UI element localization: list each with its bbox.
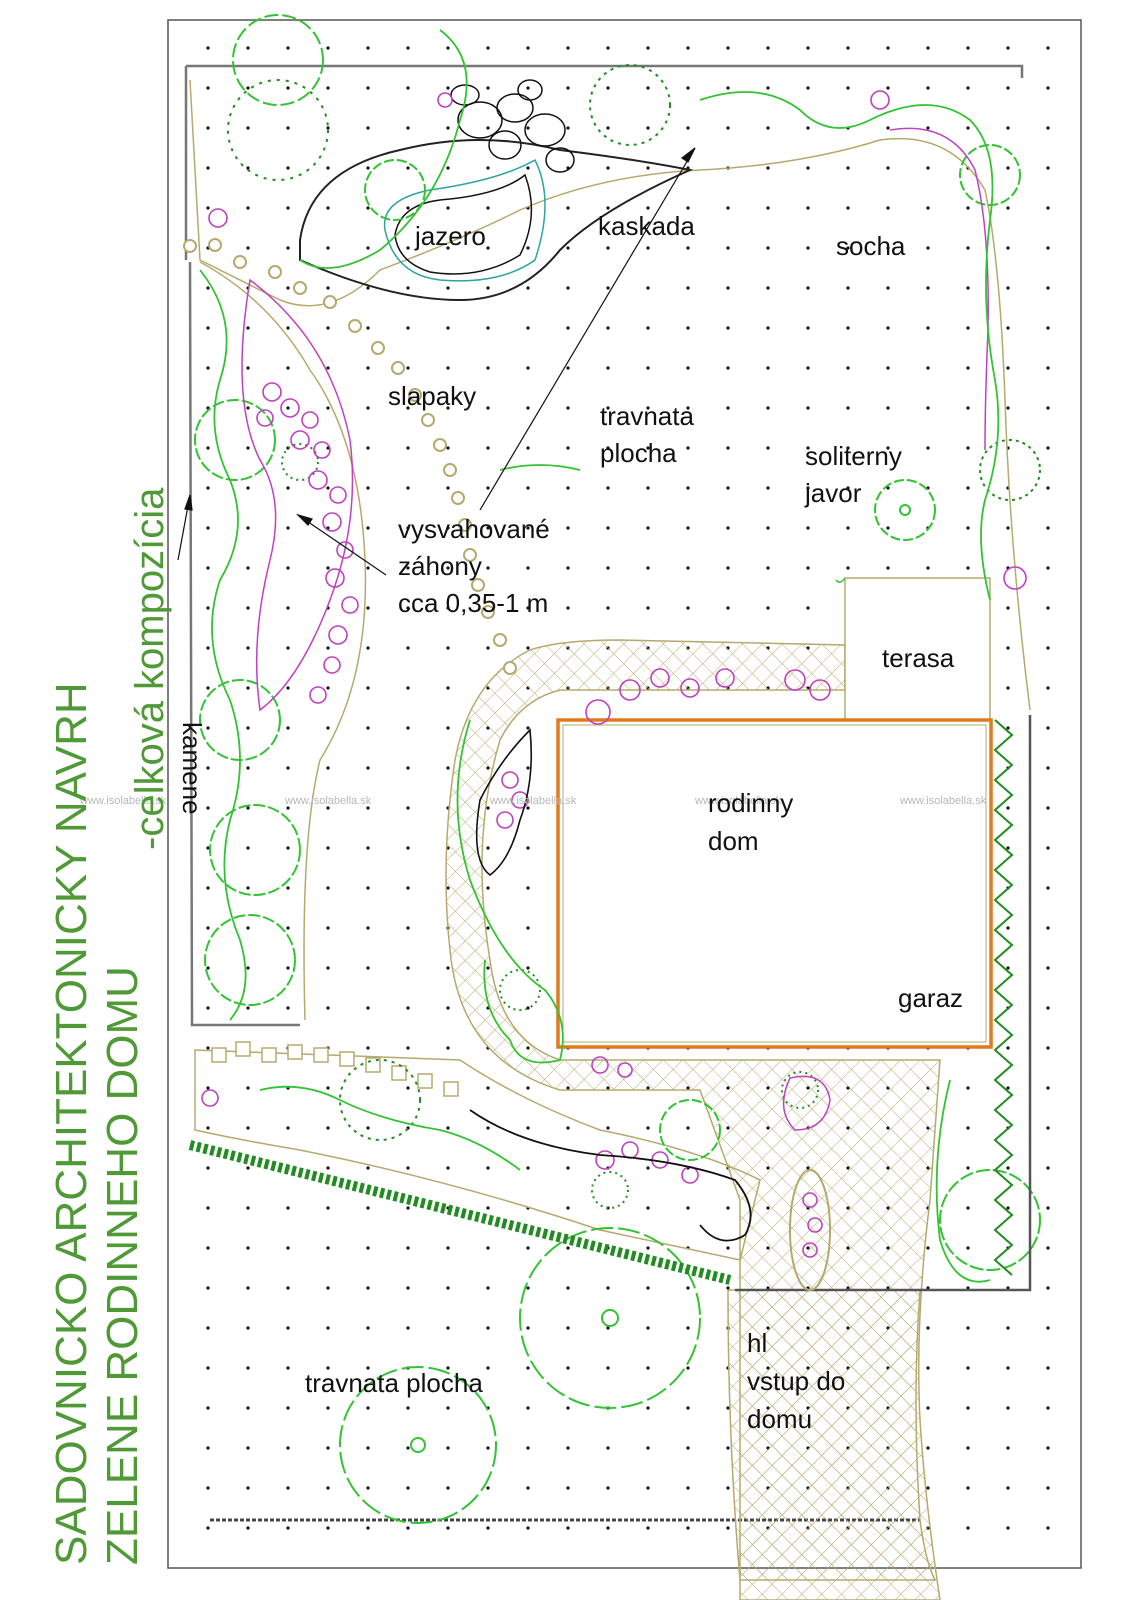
label-terrace: terasa [882,643,955,673]
stepping-stones [183,238,517,675]
watermark-text: www.isolabella.sk [694,795,782,807]
label-pond: jazero [414,221,486,251]
stone-squares [211,1041,459,1097]
shrub-contours [199,29,1000,1283]
label-statue: socha [836,231,906,261]
title-line-3: -celková kompozícia [128,487,172,850]
label-house-line1: rodinny [708,788,793,818]
watermark-row: www.isolabella.sk www.isolabella.sk www.… [79,795,987,807]
round-bed [782,1075,831,1131]
label-maple-line1: soliterny [805,441,902,471]
label-maple-line2: javor [804,478,862,508]
bottom-bed-contour [194,1049,761,1261]
perennial-edge-left [241,278,354,712]
label-entrance-line2: vstup do [747,1366,845,1396]
watermark-text: www.isolabella.sk [284,795,372,807]
pond-water [383,158,546,282]
label-beds-line2: záhony [398,551,482,581]
left-bed-contour [199,261,367,1021]
pond-outline [299,139,694,302]
label-garage: garaz [898,983,963,1013]
label-beds-line3: cca 0,35-1 m [398,588,548,618]
perennial-circles [201,90,1027,1258]
entrance-path [727,1289,937,1581]
leader-arrows [177,147,696,576]
label-house-line2: dom [708,826,759,856]
title-line-1: SADOVNICKO ARCHITEKTONICKY NAVRH [47,682,96,1565]
entrance-bed [789,1169,831,1291]
label-entrance-line1: hl [747,1328,767,1358]
tree-centers [410,504,911,1453]
terrace-edge [835,577,846,583]
house-side-bed [475,728,532,877]
right-hedge [993,719,1014,1276]
label-stones: kamene [177,722,207,815]
title-line-2: ZELENE RODINNEHO DOMU [98,966,147,1565]
watermark-text: www.isolabella.sk [899,795,987,807]
diagonal-hedge [188,1140,732,1285]
label-lawn-bottom: travnata plocha [305,1368,483,1398]
conifers [227,64,1041,1209]
pond-inner [394,173,533,275]
label-beds-line1: vysvahované [398,514,550,544]
label-lawn-line2: plocha [600,438,677,468]
label-stepping-stones: slapaky [388,381,476,411]
plan-frame [167,19,1082,1569]
label-cascade: kaskada [598,211,695,241]
right-fence [735,715,1032,1292]
watermark-text: www.isolabella.sk [489,795,577,807]
tree-canopies [194,14,1041,1524]
house-inner-line [562,724,987,1043]
watermark-text: www.isolabella.sk [79,795,167,807]
top-bed-contour [189,79,1031,711]
cascade-stones [450,79,575,173]
perennial-edge-bottom [469,1109,752,1242]
house-outline [556,718,993,1049]
perennial-edge-top [889,127,989,451]
label-entrance-line3: domu [747,1404,812,1434]
label-lawn-line1: travnata [600,401,694,431]
